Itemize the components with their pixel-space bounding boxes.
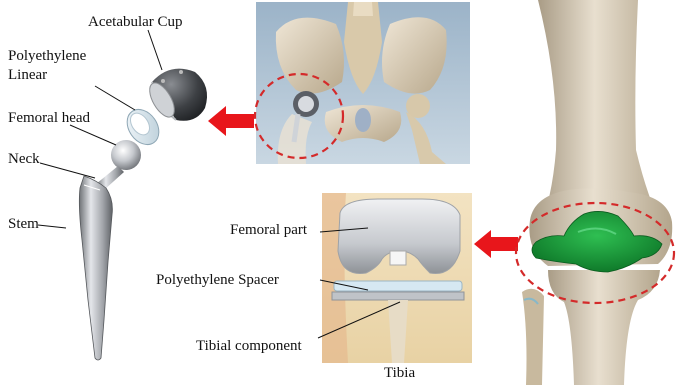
label-tibial-component: Tibial component bbox=[196, 338, 302, 355]
label-tibia: Tibia bbox=[384, 365, 415, 382]
knee-highlight-ring bbox=[512, 198, 678, 308]
knee-anatomy-image bbox=[508, 0, 681, 385]
label-femoral-part: Femoral part bbox=[230, 222, 307, 239]
label-polyethylene-spacer: Polyethylene Spacer bbox=[156, 272, 279, 289]
